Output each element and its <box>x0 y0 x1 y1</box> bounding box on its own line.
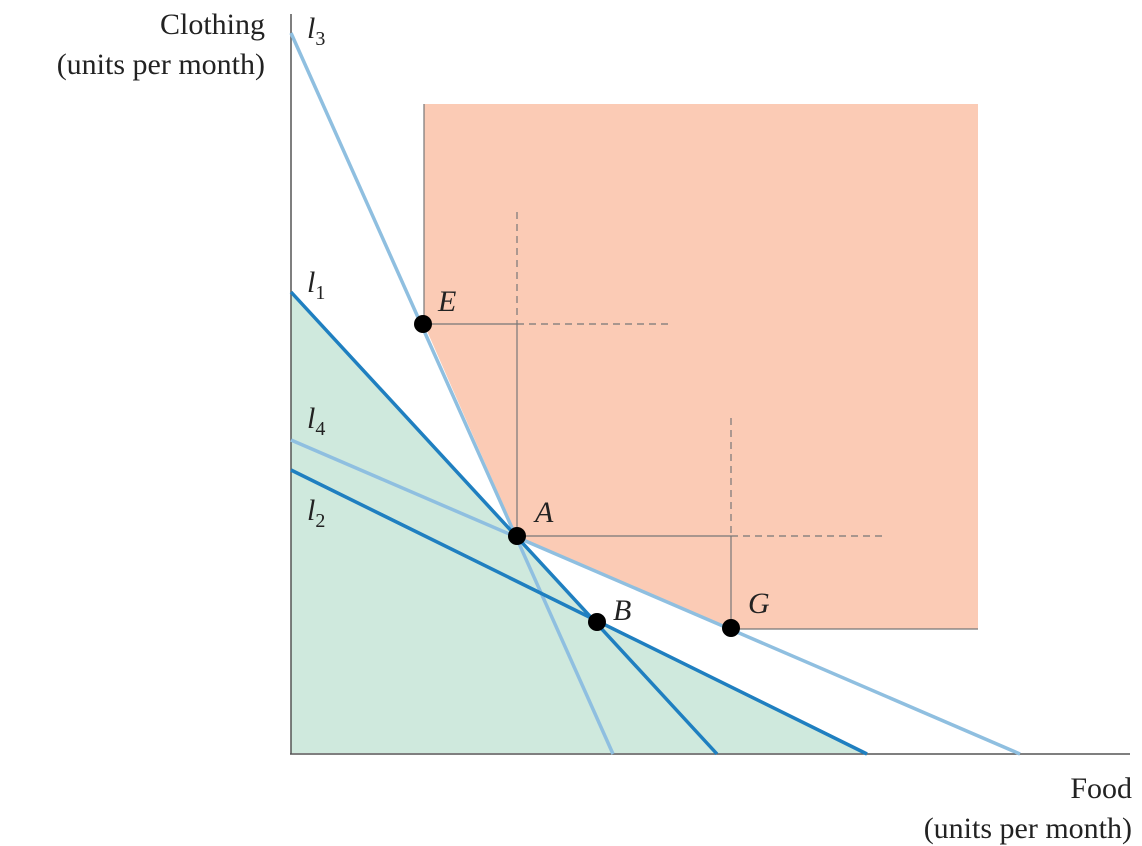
line-l3 <box>289 32 615 755</box>
x-axis-title-line2: (units per month) <box>924 812 1132 845</box>
line-l4-label: l4 <box>307 402 325 440</box>
point-e-marker <box>414 315 432 333</box>
point-a-label: A <box>533 496 554 529</box>
line-l3-label: l3 <box>307 12 325 50</box>
line-l1-name: l <box>307 266 315 299</box>
line-l1-label: l1 <box>307 266 325 304</box>
line-l4 <box>290 438 1021 756</box>
line-l3-name: l <box>307 12 315 45</box>
point-b-label: B <box>613 594 631 627</box>
line-l2-name: l <box>307 494 315 527</box>
point-b-marker <box>588 613 606 631</box>
line-l2 <box>290 468 868 756</box>
line-l4-sub: 4 <box>315 418 325 440</box>
point-g-marker <box>722 619 740 637</box>
line-l1-sub: 1 <box>315 282 325 304</box>
line-l3-sub: 3 <box>315 28 325 50</box>
point-a-marker <box>508 527 526 545</box>
preferred-region <box>424 104 978 629</box>
line-l2-label: l2 <box>307 494 325 532</box>
line-l1 <box>289 290 719 756</box>
x-axis-title-line1: Food <box>1070 772 1132 805</box>
y-axis-title-line2: (units per month) <box>57 48 265 81</box>
point-e-label: E <box>437 285 456 318</box>
y-axis-title-line1: Clothing <box>160 8 265 41</box>
point-g-label: G <box>748 587 770 620</box>
line-l4-name: l <box>307 402 315 435</box>
line-l2-sub: 2 <box>315 510 325 532</box>
